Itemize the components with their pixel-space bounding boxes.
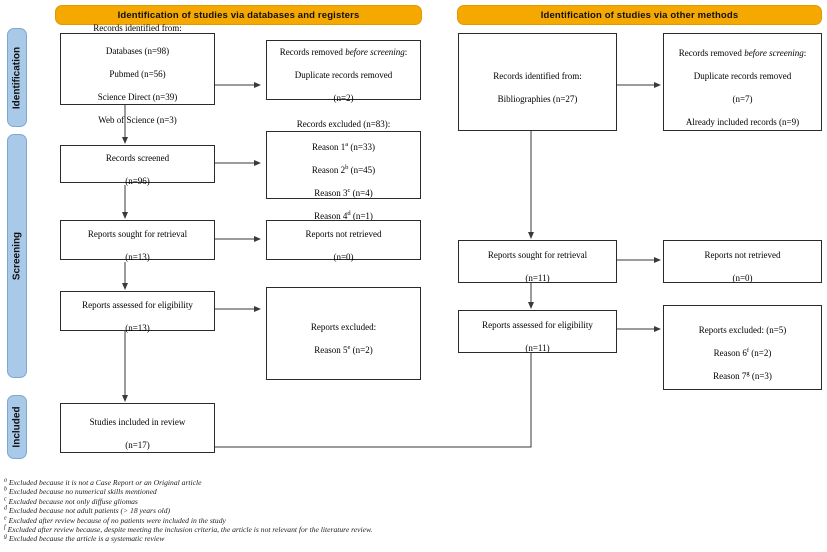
node-left-reports-not-retrieved: Reports not retrieved (n=0): [266, 220, 421, 262]
banner-identification-databases: Identification of studies via databases …: [55, 5, 422, 25]
banner-databases-label: Identification of studies via databases …: [117, 9, 360, 21]
node-right-records-identified-text: Records identified from: Bibliographies …: [493, 70, 582, 104]
footnote-mark: b: [4, 486, 7, 493]
banner-identification-other: Identification of studies via other meth…: [457, 5, 822, 25]
node-left-studies-included-text: Studies included in review (n=17): [89, 416, 186, 450]
node-left-studies-included: Studies included in review (n=17): [60, 403, 215, 453]
footnote-item: e Excluded after review because of no pa…: [4, 515, 822, 525]
footnote-mark: f: [4, 524, 6, 531]
footnote-mark: d: [4, 505, 7, 512]
node-left-reports-sought-text: Reports sought for retrieval (n=13): [87, 228, 188, 262]
phase-included-label: Included: [11, 406, 23, 448]
node-left-records-identified-text: Records identified from: Databases (n=98…: [93, 23, 182, 125]
footnote-item: b Excluded because no numerical skills m…: [4, 486, 822, 497]
footnote-text: Excluded because it is not a Case Report…: [8, 478, 202, 487]
node-right-reports-excluded: Reports excluded: (n=5) Reason 6f (n=2) …: [663, 305, 822, 390]
node-right-reports-not-retrieved-text: Reports not retrieved (n=0): [704, 250, 781, 283]
footnote-item: d Excluded because not adult patients (>…: [4, 505, 822, 516]
node-left-reports-excluded-text: Reports excluded: Reason 5e (n=2): [310, 322, 377, 355]
footnote-mark: a: [4, 477, 7, 484]
footnote-mark: c: [4, 496, 7, 503]
node-right-reports-sought-text: Reports sought for retrieval (n=11): [487, 250, 588, 283]
node-right-reports-assessed-text: Reports assessed for eligibility (n=11): [482, 320, 593, 353]
node-left-records-excluded-text: Records excluded (n=83): Reason 1a (n=33…: [296, 119, 391, 221]
footnote-text: Excluded because not adult patients (> 1…: [8, 506, 171, 516]
node-right-records-removed: Records removed before screening: Duplic…: [663, 33, 822, 131]
node-left-records-screened-text: Records screened (n=96): [105, 152, 170, 186]
footnote-text: Excluded after review because, despite m…: [7, 525, 373, 535]
node-right-reports-excluded-text: Reports excluded: (n=5) Reason 6f (n=2) …: [698, 324, 787, 381]
node-left-reports-sought: Reports sought for retrieval (n=13): [60, 220, 215, 262]
footnote-item: c Excluded because not only diffuse glio…: [4, 496, 822, 506]
node-left-records-screened: Records screened (n=96): [60, 145, 215, 186]
footnote-mark: g: [4, 533, 7, 540]
footnote-item: g Excluded because the article is a syst…: [4, 533, 822, 544]
footnote-item: a Excluded because it is not a Case Repo…: [4, 477, 822, 487]
phase-tab-included: Included: [7, 395, 27, 459]
footnote-text: Excluded because not only diffuse glioma…: [8, 496, 138, 506]
phase-screening-label: Screening: [11, 231, 23, 281]
phase-tab-screening: Screening: [7, 134, 27, 378]
footnote-list: a Excluded because it is not a Case Repo…: [4, 477, 822, 544]
footnote-text: Excluded because the article is a system…: [8, 534, 165, 544]
node-left-reports-excluded: Reports excluded: Reason 5e (n=2): [266, 287, 421, 380]
node-left-records-removed: Records removed before screening: Duplic…: [266, 40, 421, 103]
node-left-records-identified: Records identified from: Databases (n=98…: [60, 23, 215, 125]
node-right-records-identified: Records identified from: Bibliographies …: [458, 33, 617, 131]
banner-other-label: Identification of studies via other meth…: [540, 9, 739, 21]
footnote-text: Excluded because no numerical skills men…: [8, 487, 157, 497]
node-left-reports-assessed-text: Reports assessed for eligibility (n=13): [82, 299, 193, 333]
node-right-reports-not-retrieved: Reports not retrieved (n=0): [663, 240, 822, 283]
footnote-mark: e: [4, 515, 7, 522]
node-right-reports-assessed: Reports assessed for eligibility (n=11): [458, 310, 617, 353]
phase-identification-label: Identification: [11, 46, 23, 109]
phase-tab-identification: Identification: [7, 28, 27, 127]
node-right-reports-sought: Reports sought for retrieval (n=11): [458, 240, 617, 283]
node-left-records-removed-text: Records removed before screening: Duplic…: [279, 47, 408, 103]
node-right-records-removed-text: Records removed before screening: Duplic…: [678, 47, 807, 127]
node-left-records-excluded: Records excluded (n=83): Reason 1a (n=33…: [266, 119, 421, 221]
node-left-reports-not-retrieved-text: Reports not retrieved (n=0): [305, 228, 382, 262]
footnote-item: f Excluded after review because, despite…: [4, 524, 822, 535]
node-left-reports-assessed: Reports assessed for eligibility (n=13): [60, 291, 215, 333]
footnote-text: Excluded after review because of no pati…: [8, 515, 226, 525]
